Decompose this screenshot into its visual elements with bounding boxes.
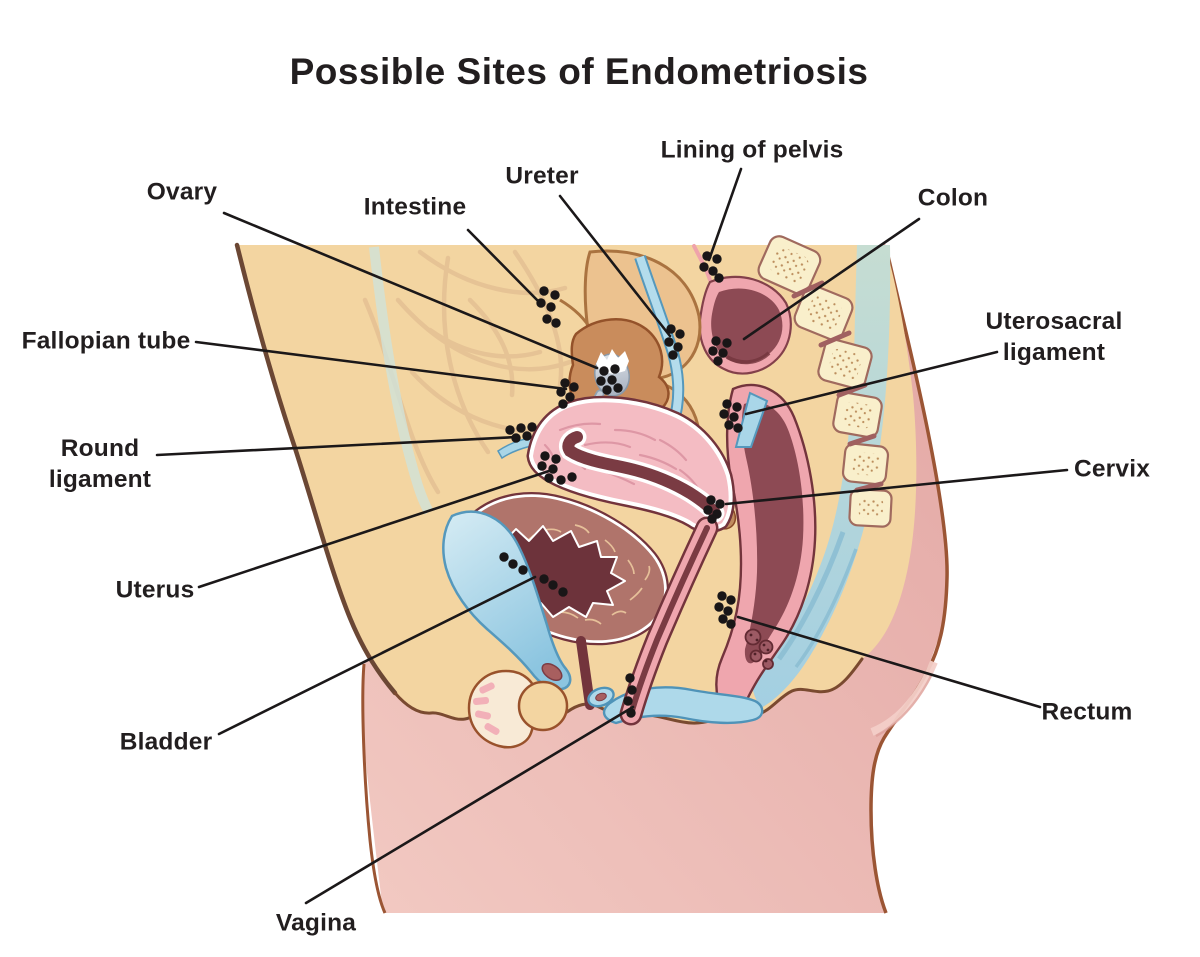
leader-line-vagina [304,705,635,905]
label-rectum: Rectum [1041,698,1133,726]
leader-line-intestine [466,228,542,305]
leader-line-bladder [217,575,537,736]
round-ligament-shape [369,246,572,691]
endo-site-colon [708,336,732,366]
leader-line-uterosacral-ligament [744,350,999,416]
label-ovary: Ovary [146,178,218,206]
leader-line-rectum [736,615,1042,709]
endo-site-rectum [714,591,736,629]
label-uterosacral-ligament: Uterosacral ligament [985,308,1123,366]
spine-vertebrae [757,235,893,528]
label-intestine: Intestine [363,193,467,221]
vagina-shape [619,516,719,726]
uterosacral-ligament-shape [734,391,769,448]
label-round-ligament: Round ligament [48,435,152,493]
leader-line-ovary [222,211,599,370]
uterus-shape [526,395,736,534]
urethra-opening [587,686,615,708]
endo-site-cervix [703,495,725,524]
endo-site-round-ligament [505,422,537,443]
colon-shape [698,275,792,375]
page-title: Possible Sites of Endometriosis [289,51,869,92]
leader-line-colon [742,217,921,341]
label-lining-of-pelvis: Lining of pelvis [660,136,844,164]
endo-site-ovary [596,364,623,395]
label-fallopian-tube: Fallopian tube [21,327,191,355]
endo-site-bladder [499,552,568,597]
endo-site-intestine [536,286,561,328]
leader-line-fallopian-tube [194,340,568,391]
endo-site-uterus [537,451,577,485]
leader-line-lining-of-pelvis [707,167,743,262]
leader-line-ureter [558,194,672,338]
leader-line-cervix [724,468,1069,506]
label-ureter: Ureter [505,162,579,190]
rectum-shape [715,383,817,709]
pubic-symphysis-shape [467,669,569,749]
label-cervix: Cervix [1073,455,1151,483]
leader-line-round-ligament [155,435,519,457]
leader-line-uterus [197,469,551,589]
label-bladder: Bladder [119,728,213,756]
label-uterus: Uterus [115,576,195,604]
endo-site-fallopian-tube [556,378,579,409]
label-vagina: Vagina [275,909,357,937]
endo-site-lining-of-pelvis [699,251,724,283]
endo-site-ureter [664,324,685,360]
endo-site-uterosacral-ligament [719,399,743,433]
endo-site-vagina [623,673,637,718]
label-colon: Colon [917,184,989,212]
